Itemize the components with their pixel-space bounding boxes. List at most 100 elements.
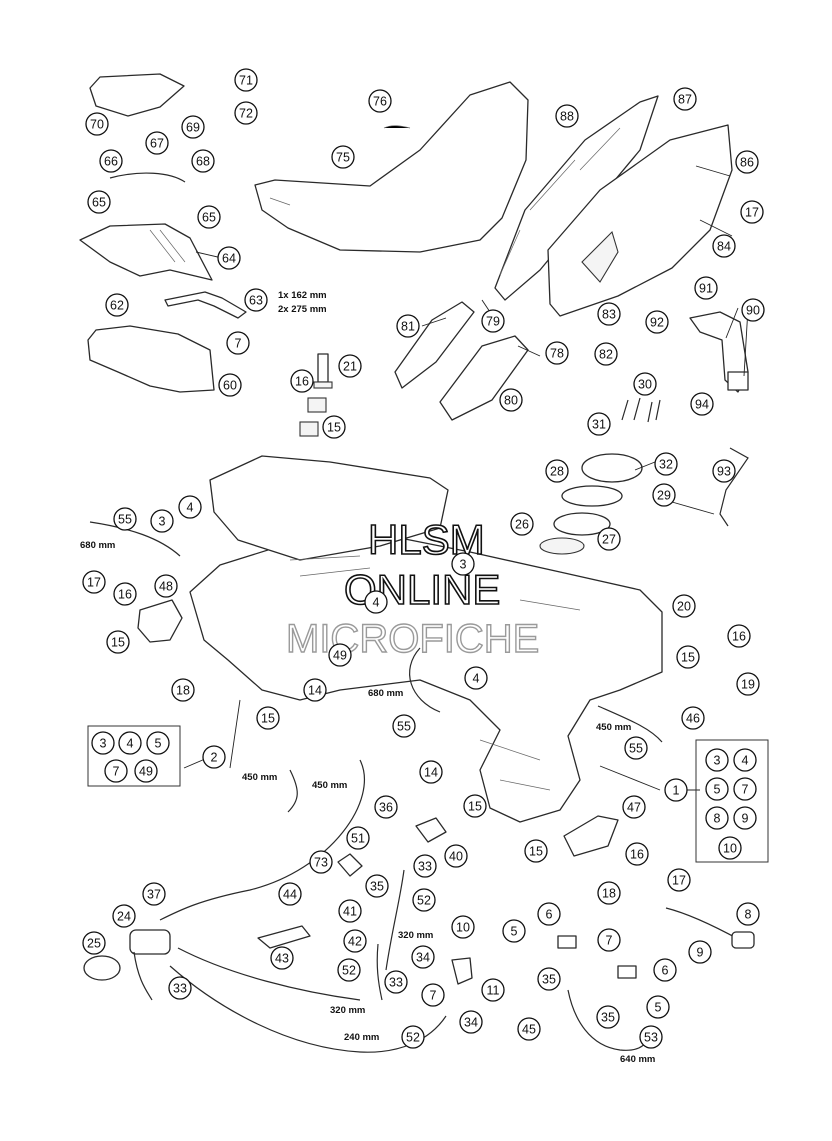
- callout-label: 10: [456, 921, 470, 935]
- callout-label: 26: [515, 518, 529, 532]
- part-10-clip: [451, 957, 473, 985]
- part-1-fuel-tank: [189, 537, 663, 823]
- callout-label: 16: [630, 848, 644, 862]
- callout-label: 29: [657, 489, 671, 503]
- callout-88: 88: [555, 104, 579, 128]
- callout-label: 16: [295, 375, 309, 389]
- dim-hose-left: 680 mm: [80, 540, 115, 551]
- callout-label: 15: [111, 636, 125, 650]
- callout-15: 15: [524, 839, 548, 863]
- callout-label: 91: [699, 282, 713, 296]
- callout-18: 18: [171, 678, 195, 702]
- callout-label: 83: [602, 308, 616, 322]
- callout-label: 49: [139, 765, 153, 779]
- part-75-seat: [254, 81, 529, 253]
- callout-62: 62: [105, 293, 129, 317]
- callout-label: 8: [745, 908, 752, 922]
- part-90-switch: [727, 371, 749, 391]
- callout-label: 33: [418, 860, 432, 874]
- callout-label: 4: [127, 737, 134, 751]
- callout-69: 69: [181, 115, 205, 139]
- callout-82: 82: [594, 342, 618, 366]
- part-16-washer: [313, 381, 333, 389]
- callout-80: 80: [499, 388, 523, 412]
- callout-label: 5: [155, 737, 162, 751]
- part-64-detail: [149, 229, 186, 263]
- callout-44: 44: [278, 882, 302, 906]
- callout-label: 71: [239, 74, 253, 88]
- callout-label: 81: [401, 320, 415, 334]
- callout-label: 18: [176, 684, 190, 698]
- callout-label: 17: [672, 874, 686, 888]
- callout-label: 40: [449, 850, 463, 864]
- callout-label: 14: [424, 766, 438, 780]
- callout-label: 4: [473, 672, 480, 686]
- callout-55: 55: [624, 736, 648, 760]
- callout-label: 10: [723, 842, 737, 856]
- dim-hose-240: 240 mm: [344, 1032, 379, 1043]
- callout-label: 70: [90, 118, 104, 132]
- callout-4: 4: [364, 590, 388, 614]
- callout-label: 88: [560, 110, 574, 124]
- callout-32: 32: [654, 452, 678, 476]
- callout-label: 3: [159, 515, 166, 529]
- part-fuel-line-52b: [376, 943, 383, 1001]
- callout-41: 41: [338, 899, 362, 923]
- callout-17: 17: [82, 570, 106, 594]
- callout-label: 87: [678, 93, 692, 107]
- callout-92: 92: [645, 310, 669, 334]
- callout-91: 91: [694, 276, 718, 300]
- callout-label: 7: [606, 934, 613, 948]
- dim-hose-640: 640 mm: [620, 1054, 655, 1065]
- callout-label: 51: [351, 832, 365, 846]
- callout-47: 47: [622, 795, 646, 819]
- callout-label: 8: [714, 812, 721, 826]
- callout-14: 14: [419, 760, 443, 784]
- callout-15: 15: [676, 645, 700, 669]
- part-30-screws: [621, 397, 661, 423]
- callout-label: 82: [599, 348, 613, 362]
- callout-label: 36: [379, 801, 393, 815]
- part-29-cap: [581, 453, 643, 483]
- callout-30: 30: [633, 372, 657, 396]
- callout-label: 90: [746, 304, 760, 318]
- callout-33: 33: [168, 976, 192, 1000]
- callout-1: 1: [664, 778, 688, 802]
- callout-label: 43: [275, 952, 289, 966]
- part-33-wire: [133, 951, 153, 1001]
- part-fuel-line-320: [177, 947, 361, 1001]
- dimension-labels: 1x 162 mm 2x 275 mm 680 mm 680 mm 450 mm…: [80, 290, 655, 1065]
- callout-label: 4: [373, 596, 380, 610]
- part-40-clip: [415, 817, 447, 843]
- callout-37: 37: [142, 882, 166, 906]
- callout-52: 52: [401, 1025, 425, 1049]
- callout-label: 76: [373, 95, 387, 109]
- callout-label: 19: [741, 678, 755, 692]
- callout-16: 16: [625, 842, 649, 866]
- callout-label: 35: [601, 1011, 615, 1025]
- callout-5: 5: [502, 919, 526, 943]
- callout-label: 42: [348, 935, 362, 949]
- callout-label: 3: [714, 754, 721, 768]
- reference-box-left: [87, 725, 181, 787]
- callout-94: 94: [690, 392, 714, 416]
- callout-label: 72: [239, 107, 253, 121]
- callout-7: 7: [226, 331, 250, 355]
- part-6b-fitting: [617, 965, 637, 979]
- callout-2: 2: [202, 745, 226, 769]
- callout-label: 60: [223, 379, 237, 393]
- callout-label: 35: [542, 973, 556, 987]
- callout-label: 9: [742, 812, 749, 826]
- callout-52: 52: [412, 888, 436, 912]
- callout-71: 71: [234, 68, 258, 92]
- part-15-grommet: [307, 397, 327, 413]
- callout-label: 1: [673, 784, 680, 798]
- watermark: HLSM ONLINE MICROFICHE: [285, 515, 540, 662]
- callout-83: 83: [597, 302, 621, 326]
- callout-label: 67: [150, 137, 164, 151]
- callout-45: 45: [517, 1017, 541, 1041]
- callout-43: 43: [270, 946, 294, 970]
- callout-label: 55: [629, 742, 643, 756]
- callout-65: 65: [87, 190, 111, 214]
- callout-label: 48: [159, 580, 173, 594]
